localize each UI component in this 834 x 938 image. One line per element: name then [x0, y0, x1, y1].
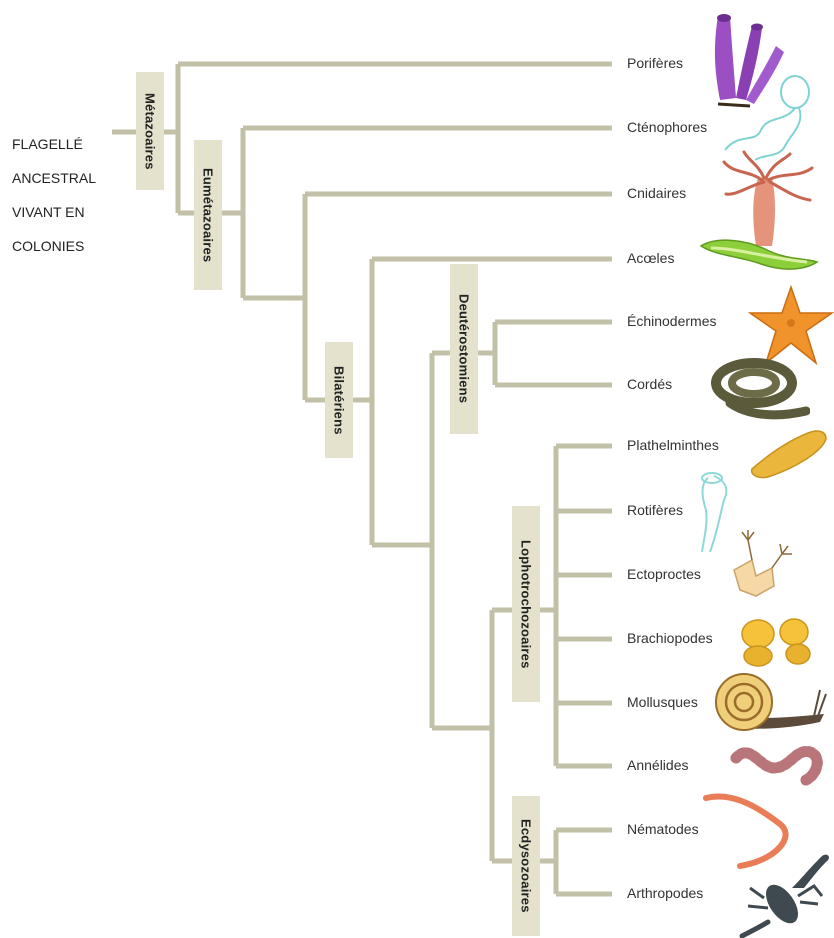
brachiopod-icon	[736, 612, 821, 670]
clade-deuterostomiens: Deutérostomiens	[450, 264, 478, 434]
taxon-label: Acœles	[627, 250, 674, 266]
clade-label: Bilatériens	[332, 366, 347, 435]
clade-metazoaires: Métazoaires	[136, 72, 164, 190]
snake-icon	[710, 355, 810, 425]
bryozoan-icon	[730, 520, 800, 600]
ancestor-label-line: ANCESTRAL	[12, 170, 96, 187]
clade-lophotrochozoaires: Lophotrochozoaires	[512, 506, 540, 702]
taxon-label: Plathelminthes	[627, 437, 719, 453]
clade-label: Deutérostomiens	[457, 294, 472, 403]
clade-bilateriens: Bilatériens	[325, 342, 353, 458]
taxon-label: Échinodermes	[627, 313, 717, 329]
clade-label: Lophotrochozoaires	[519, 540, 534, 669]
taxon-label: Arthropodes	[627, 885, 703, 901]
clade-ecdysozoaires: Ecdysozoaires	[512, 796, 540, 936]
ancestor-label: FLAGELLÉ ANCESTRAL VIVANT EN COLONIES	[12, 119, 96, 272]
flatworm-green-icon	[697, 232, 822, 277]
taxon-label: Annélides	[627, 757, 689, 773]
earthworm-icon	[730, 738, 830, 793]
clade-eumetazoaires: Eumétazoaires	[194, 140, 222, 290]
taxon-label: Cténophores	[627, 119, 707, 135]
taxon-label: Mollusques	[627, 694, 698, 710]
crayfish-icon	[738, 848, 834, 938]
ancestor-label-line: FLAGELLÉ	[12, 136, 96, 153]
taxon-label: Nématodes	[627, 821, 699, 837]
clade-label: Eumétazoaires	[201, 168, 216, 262]
ancestor-label-line: VIVANT EN	[12, 204, 96, 221]
clade-label: Métazoaires	[143, 93, 158, 170]
taxon-label: Ectoproctes	[627, 566, 701, 582]
taxon-label: Cnidaires	[627, 185, 686, 201]
taxon-label: Brachiopodes	[627, 630, 713, 646]
taxon-label: Porifères	[627, 55, 683, 71]
comb-jelly-icon	[715, 72, 825, 162]
snail-icon	[708, 668, 828, 740]
taxon-label: Rotifères	[627, 502, 683, 518]
ancestor-label-line: COLONIES	[12, 238, 96, 255]
clade-label: Ecdysozoaires	[519, 819, 534, 913]
flatworm-icon	[748, 425, 830, 480]
taxon-label: Cordés	[627, 376, 672, 392]
